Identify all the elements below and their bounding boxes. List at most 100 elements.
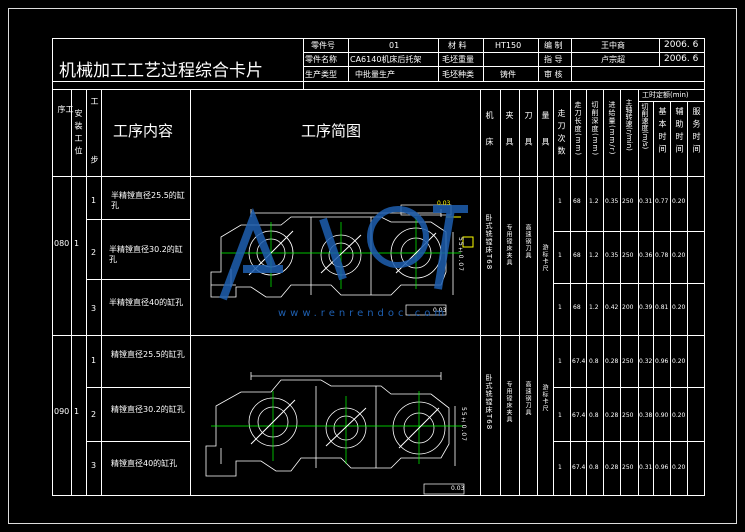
blank-weight-label: 毛坯重量 [442,55,474,64]
tolerance-1: 0.03 [451,485,465,492]
material-value: HT150 [495,41,522,50]
col-service: 服 务 时 间 [692,107,701,154]
col-feed: 进给量(mm/r) [608,101,616,156]
depth: 1.2 [589,198,599,205]
aux-time: 0.20 [672,252,686,259]
col-divider [101,89,102,496]
tolerance-2: 0.03 [433,307,447,314]
prod-type-value: 中批量生产 [355,70,395,79]
drawing-border [8,8,737,524]
depth: 0.8 [589,358,599,365]
material-label: 材 料 [448,41,467,50]
step-number: 3 [91,304,97,313]
col-content: 工序内容 [113,122,174,140]
passes: 1 [558,412,562,419]
compiled-name: 王中商 [601,41,625,50]
header-line [53,81,705,82]
col-divider [500,89,501,496]
speed: 200 [622,304,634,311]
feed: 0.35 [605,198,619,205]
basic-time: 0.77 [655,198,669,205]
step-number: 2 [91,248,97,257]
passes: 1 [558,358,562,365]
col-passes: 走 刀 次 数 [557,109,566,156]
step-content: 半精镗直径40的缸孔 [109,298,184,307]
col-install: 安 装 工 位 [74,109,83,156]
speed: 250 [622,412,634,419]
col-divider [480,89,481,496]
col-cut-speed: 切削速度(m/s) [641,103,649,150]
part-no-value: 01 [389,41,400,50]
feed: 0.35 [605,252,619,259]
col-divider [519,89,520,496]
compiled-label: 编 制 [544,41,563,50]
part-name-label: 零件名称 [305,55,337,64]
col-divider [638,89,639,496]
header-divider [571,39,572,81]
feed: 0.28 [605,412,619,419]
col-divider [603,89,604,496]
step-number: 3 [91,461,97,470]
length: 68 [573,252,581,259]
speed: 250 [622,252,634,259]
part-name-value: CA6140机床后托架 [350,55,422,64]
speed: 250 [622,464,634,471]
op-number: 090 [54,407,70,416]
cut-speed: 0.39 [639,304,653,311]
feed: 0.42 [605,304,619,311]
header-divider [538,39,539,81]
header-divider [438,39,439,81]
feed: 0.28 [605,464,619,471]
passes: 1 [558,464,562,471]
op-gauge: 游标卡尺 [541,384,548,412]
step-content: 半精镗直径30.2的缸孔 [109,245,183,265]
col-divider [537,89,538,496]
cut-speed: 0.31 [639,464,653,471]
length: 67.4 [572,358,586,365]
step-number: 1 [91,196,97,205]
card-title: 机械加工工艺过程综合卡片 [59,61,263,81]
header-line [303,66,705,67]
step-divider [86,219,191,220]
op-machine: 卧式铣镗床T68 [485,374,493,431]
watermark-logo [219,205,468,301]
basic-time: 0.96 [655,358,669,365]
col-tool: 刀 具 [524,111,533,154]
length: 67.4 [572,412,586,419]
blank-type-value: 铸件 [500,70,516,79]
proof-name: 卢宗超 [601,55,625,64]
header-divider [483,39,484,81]
op-top-line [53,176,705,177]
col-aux: 辅 助 时 间 [675,107,684,154]
speed: 250 [622,198,634,205]
step-number: 1 [91,356,97,365]
header-divider [659,39,660,66]
col-fixture: 夹 具 [505,111,514,154]
blank-type-label: 毛坯种类 [442,70,474,79]
depth: 1.2 [589,252,599,259]
dimension-2: 55±0.07 [460,407,467,442]
feed: 0.28 [605,358,619,365]
step-divider [553,387,705,388]
op-tool: 高速钢刀具 [524,224,531,259]
step-number: 2 [91,410,97,419]
op-install: 1 [74,407,80,416]
op-machine: 卧式铣镗床T68 [485,214,493,271]
length: 68 [573,304,581,311]
passes: 1 [558,198,562,205]
col-divider [86,89,87,496]
depth: 0.8 [589,464,599,471]
step-content: 精镗直径40的缸孔 [111,459,178,468]
col-basic: 基 本 时 间 [658,107,667,154]
col-divider [190,89,191,496]
col-sketch: 工序简图 [301,122,362,140]
col-divider [687,101,688,496]
step-content: 半精镗直径25.5的缸孔 [111,191,185,211]
col-divider [570,89,571,496]
op-fixture: 专用镗床夹具 [505,381,512,423]
cut-speed: 0.38 [639,412,653,419]
columns-top-line [53,89,705,90]
col-divider [620,89,621,496]
col-step: 工 步 [90,97,99,188]
tolerance-1: 0.03 [437,200,451,207]
